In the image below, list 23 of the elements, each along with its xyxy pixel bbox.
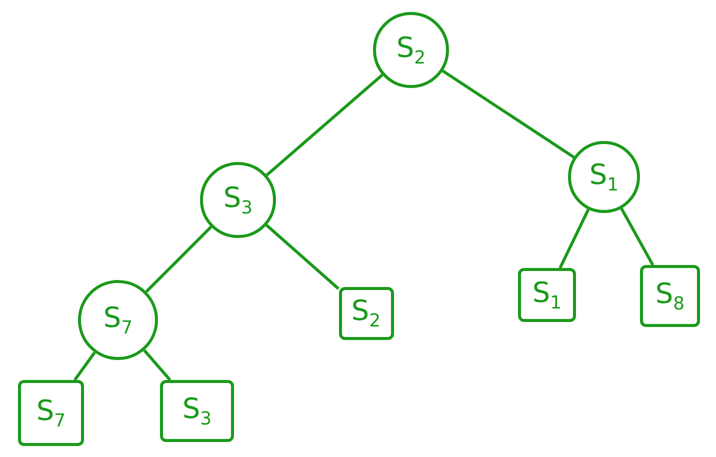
leaf-node-box [518, 268, 576, 322]
node-label: S$_{2}$ [351, 294, 381, 332]
connector-line [143, 349, 172, 381]
connector-line [74, 352, 96, 381]
connector-line [266, 74, 384, 176]
tree-node-circle [200, 162, 276, 238]
node-label: S$_{8}$ [655, 277, 685, 315]
connector-line [145, 226, 212, 293]
leaf-node-box [160, 380, 234, 442]
node-label: S$_{1}$ [532, 276, 562, 314]
node-label: S$_{1}$ [589, 158, 619, 196]
node-label: S$_{7}$ [103, 301, 133, 339]
connector-line [620, 208, 654, 266]
connector-line [442, 70, 575, 158]
leaf-node-box [338, 286, 394, 340]
node-label: S$_{2}$ [396, 31, 426, 69]
leaf-node-box [18, 380, 84, 446]
node-label: S$_{3}$ [182, 392, 212, 430]
connector-line [558, 208, 590, 269]
leaf-node-box [640, 265, 700, 327]
connector-line [266, 224, 340, 290]
node-label: S$_{3}$ [223, 181, 253, 219]
node-label: S$_{7}$ [36, 394, 66, 432]
